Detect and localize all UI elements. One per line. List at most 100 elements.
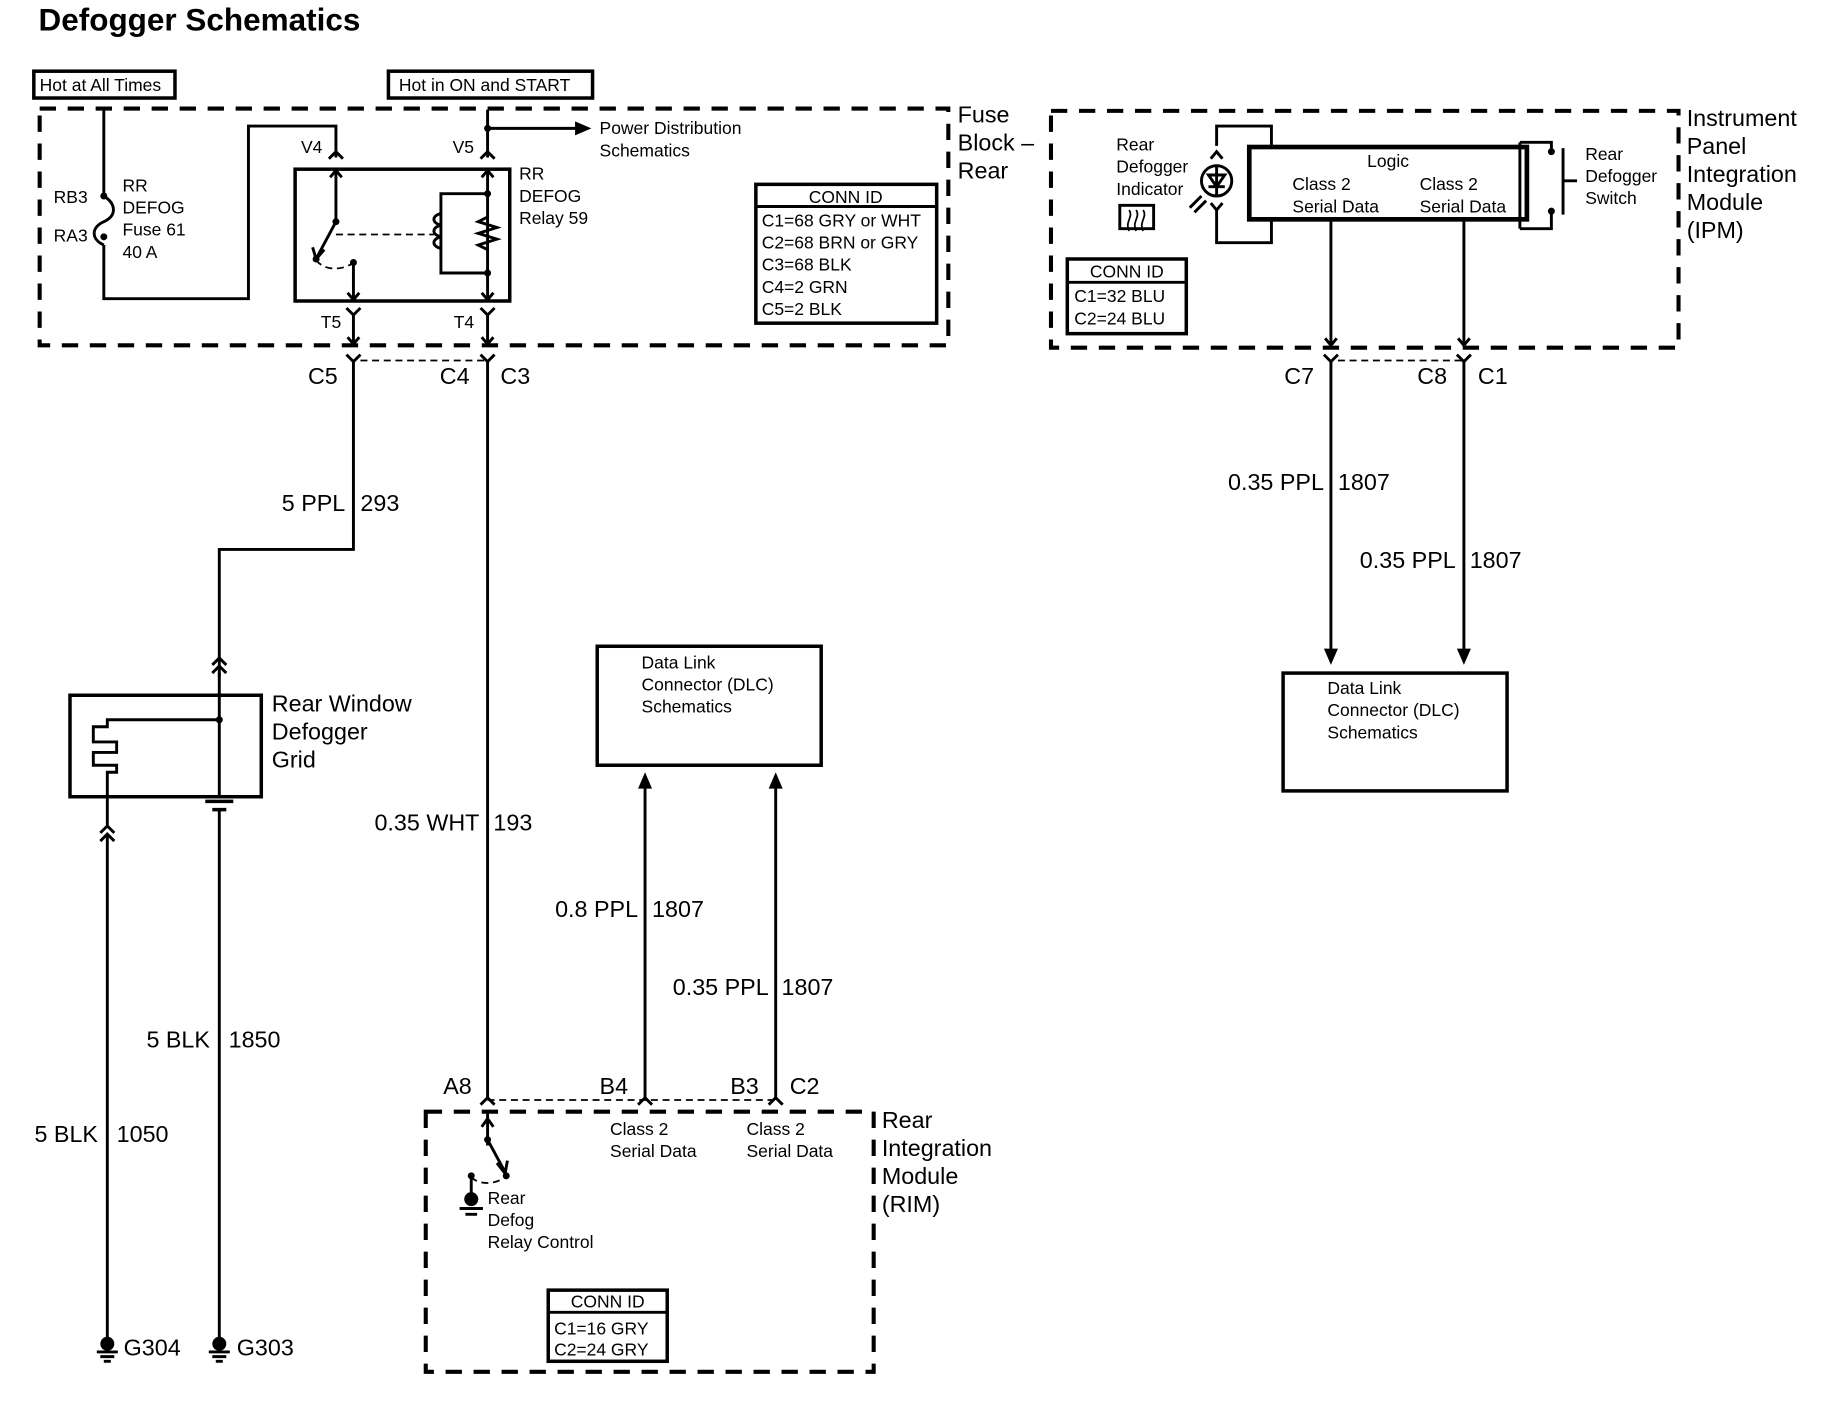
svg-text:(RIM): (RIM) [882,1191,940,1217]
svg-text:Serial Data: Serial Data [610,1141,697,1161]
ground-stub-icon [205,799,234,812]
svg-text:DEFOG: DEFOG [122,198,184,218]
wire-293 [217,361,355,677]
svg-text:Panel: Panel [1687,133,1747,159]
svg-text:V5: V5 [453,137,474,157]
svg-text:5 BLK: 5 BLK [34,1121,98,1147]
svg-text:Integration: Integration [882,1135,992,1161]
svg-text:293: 293 [360,490,399,516]
svg-text:RB3: RB3 [54,187,88,207]
connector-t4 [479,306,496,346]
rear-defogger-switch [1519,140,1553,231]
svg-text:Hot in ON and START: Hot in ON and START [399,75,571,95]
fuse-block-rear: Hot at All Times Hot in ON and START RB3… [32,69,1034,348]
svg-text:Rear: Rear [488,1188,526,1208]
svg-text:Fuse: Fuse [958,102,1010,128]
resistor-icon [473,215,502,251]
svg-text:Block –: Block – [958,130,1034,156]
svg-text:1807: 1807 [1470,547,1522,573]
svg-text:C5=2 BLK: C5=2 BLK [762,299,843,319]
svg-text:Defogger: Defogger [1116,157,1188,177]
fuse-icon [92,194,115,247]
svg-text:Rear Window: Rear Window [272,691,412,717]
svg-text:C3: C3 [500,363,530,389]
svg-text:Relay Control: Relay Control [488,1232,594,1252]
svg-text:C1=16 GRY: C1=16 GRY [554,1318,649,1338]
connector-v4 [327,149,344,160]
svg-text:C8: C8 [1417,363,1447,389]
connector-c5 [345,353,362,364]
svg-text:C5: C5 [308,363,338,389]
svg-text:0.35 PPL: 0.35 PPL [1228,469,1324,495]
fuse-block-conn-id-table: CONN ID C1=68 GRY or WHT C2=68 BRN or GR… [754,182,939,325]
svg-text:C1=68 GRY or WHT: C1=68 GRY or WHT [762,210,922,230]
connector-t5 [345,306,362,346]
svg-text:A8: A8 [443,1073,472,1099]
svg-text:Class 2: Class 2 [610,1119,668,1139]
svg-text:Rear: Rear [882,1107,933,1133]
svg-text:C2: C2 [790,1073,820,1099]
svg-text:C1: C1 [1478,363,1508,389]
connector-b3-c2 [767,1095,784,1106]
svg-text:Data Link: Data Link [642,652,716,672]
heater-grid-icon [91,718,220,829]
rr-defog-relay: RR DEFOG Relay 59 [293,164,588,303]
svg-text:5 PPL: 5 PPL [282,490,346,516]
svg-text:Class 2: Class 2 [1292,174,1350,194]
svg-text:Data Link: Data Link [1327,678,1401,698]
svg-text:Schematics: Schematics [1327,722,1418,742]
svg-text:Connector (DLC): Connector (DLC) [1327,700,1459,720]
svg-text:Relay 59: Relay 59 [519,208,588,228]
connector-b4 [637,1095,654,1106]
connector-grid-top [211,655,228,675]
svg-text:Indicator: Indicator [1116,179,1183,199]
svg-text:C4: C4 [440,363,470,389]
svg-text:0.35 WHT: 0.35 WHT [374,810,479,836]
svg-text:0.8 PPL: 0.8 PPL [555,896,638,922]
svg-text:T5: T5 [321,312,341,332]
fuse-block-enclosure [37,106,951,348]
dlc-schematics-right: Data Link Connector (DLC) Schematics [1281,671,1509,793]
svg-text:Rear: Rear [958,158,1009,184]
svg-text:CONN ID: CONN ID [571,1292,645,1312]
fuse-label: RR DEFOG Fuse 61 40 A [122,175,185,261]
svg-text:(IPM): (IPM) [1687,217,1744,243]
arrow-up-icon [768,772,783,789]
svg-text:1850: 1850 [229,1027,281,1053]
ipm-conn-id-table: CONN ID C1=32 BLU C2=24 BLU [1065,257,1189,336]
svg-text:Class 2: Class 2 [1420,174,1478,194]
rear-integration-module: Rear Defog Relay Control Class 2 Serial … [423,1107,992,1374]
svg-text:1050: 1050 [117,1121,169,1147]
svg-text:DEFOG: DEFOG [519,186,581,206]
svg-text:40 A: 40 A [122,242,157,262]
svg-text:Logic: Logic [1367,151,1409,171]
connector-v5 [479,149,496,160]
rear-window-defogger-grid: Rear Window Defogger Grid [68,673,412,829]
svg-text:RR: RR [122,175,147,195]
svg-text:CONN ID: CONN ID [809,187,883,207]
svg-text:1807: 1807 [1338,469,1390,495]
svg-text:Defog: Defog [488,1210,535,1230]
svg-text:B3: B3 [730,1073,759,1099]
svg-text:0.35 PPL: 0.35 PPL [1360,547,1456,573]
svg-text:Defogger: Defogger [272,719,368,745]
ground-g304: G304 [96,1334,181,1363]
dlc-schematics-center: Data Link Connector (DLC) Schematics [595,644,823,767]
page-title: Defogger Schematics [38,1,360,37]
svg-text:G304: G304 [124,1334,181,1360]
connector-c7 [1322,353,1339,364]
svg-text:RR: RR [519,164,544,184]
svg-text:1807: 1807 [782,974,834,1000]
ground-g303: G303 [208,1334,294,1363]
svg-text:C3=68 BLK: C3=68 BLK [762,255,852,275]
svg-text:T4: T4 [454,312,475,332]
svg-text:CONN ID: CONN ID [1090,262,1164,282]
svg-text:C2=68 BRN or GRY: C2=68 BRN or GRY [762,233,919,253]
svg-text:RA3: RA3 [54,226,88,246]
arrow-up-icon [638,772,653,789]
svg-text:Grid: Grid [272,747,316,773]
connector-a8 [479,1095,496,1106]
relay-coil-icon [432,212,442,250]
svg-text:Instrument: Instrument [1687,105,1798,131]
